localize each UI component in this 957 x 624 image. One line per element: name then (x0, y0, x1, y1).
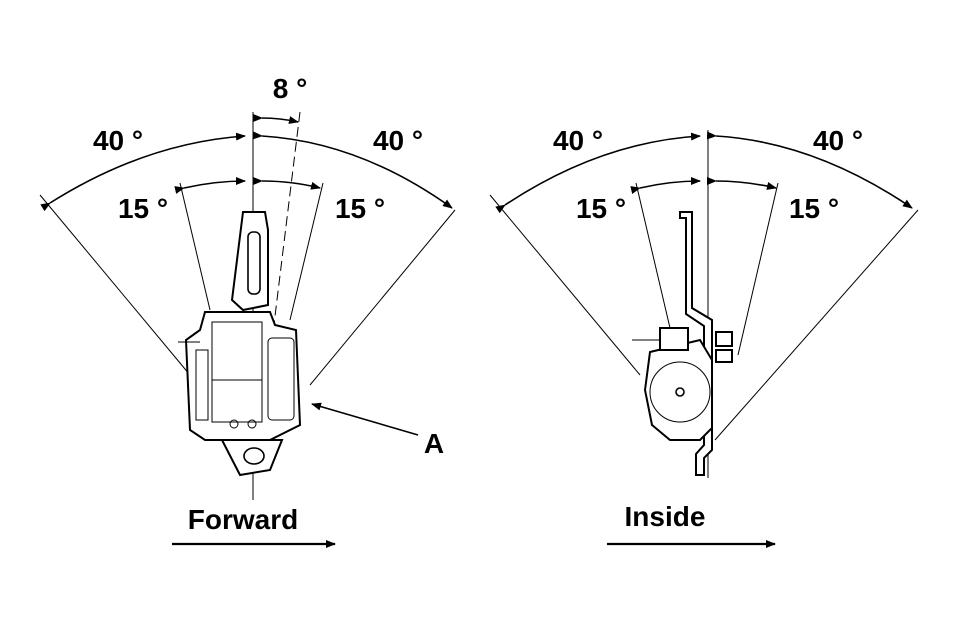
right-arc-15-left (630, 177, 701, 194)
right-arc-40-left (495, 132, 701, 214)
retractor-side-view (632, 211, 733, 476)
right-inner-boundary-left (635, 182, 671, 329)
right-diagram: 40 ° 40 ° 15 ° 15 ° Inside (489, 125, 919, 548)
bolt-1 (229, 419, 239, 429)
left-label-15-left: 15 ° (118, 193, 168, 224)
retractor-spool (211, 321, 263, 423)
bolt-2 (247, 419, 257, 429)
anchor-hole (243, 447, 265, 465)
retractor-top-clip (659, 327, 689, 351)
left-label-15-right: 15 ° (335, 193, 385, 224)
bracket-slot (247, 231, 261, 295)
left-arc-15-right (252, 176, 321, 190)
left-inner-boundary-right (289, 182, 324, 321)
anchor-plate (220, 439, 284, 477)
callout-a-arrow (311, 402, 419, 436)
right-outer-boundary-left (489, 194, 641, 376)
right-label-40-right: 40 ° (813, 125, 863, 156)
callout-a-label: A (424, 428, 444, 459)
retractor-side-plate (195, 349, 209, 421)
right-label-15-left: 15 ° (576, 193, 626, 224)
mount-bolt-upper (715, 331, 733, 347)
reel-hub (675, 387, 685, 397)
right-label-40-left: 40 ° (553, 125, 603, 156)
belt-guide-bracket (230, 211, 269, 312)
retractor-cover (267, 337, 295, 421)
forward-label: Forward (188, 504, 298, 535)
right-label-15-right: 15 ° (789, 193, 839, 224)
left-inner-boundary-left (179, 182, 211, 311)
left-diagram: 8 ° 40 ° 40 ° 15 ° 15 ° A Forward (39, 73, 456, 548)
right-arc-15-right (706, 176, 777, 190)
left-arc-40-right (252, 131, 453, 209)
left-label-40-left: 40 ° (93, 125, 143, 156)
left-label-8deg: 8 ° (273, 73, 308, 104)
left-label-40-right: 40 ° (373, 125, 423, 156)
mount-bolt-lower (715, 349, 733, 363)
retractor-reel (649, 361, 711, 423)
retractor-front-view (178, 211, 302, 477)
left-arc-8 (252, 113, 299, 124)
right-outer-boundary-right (714, 209, 919, 441)
left-arc-15-left (174, 177, 246, 194)
left-outer-boundary-right (309, 209, 456, 386)
retractor-housing (643, 338, 713, 441)
right-inner-boundary-right (737, 182, 779, 356)
retractor-body (184, 311, 302, 441)
right-arc-40-right (706, 131, 913, 209)
inside-label: Inside (625, 501, 706, 532)
left-arc-40-left (40, 132, 246, 212)
left-outer-boundary-left (39, 194, 191, 376)
